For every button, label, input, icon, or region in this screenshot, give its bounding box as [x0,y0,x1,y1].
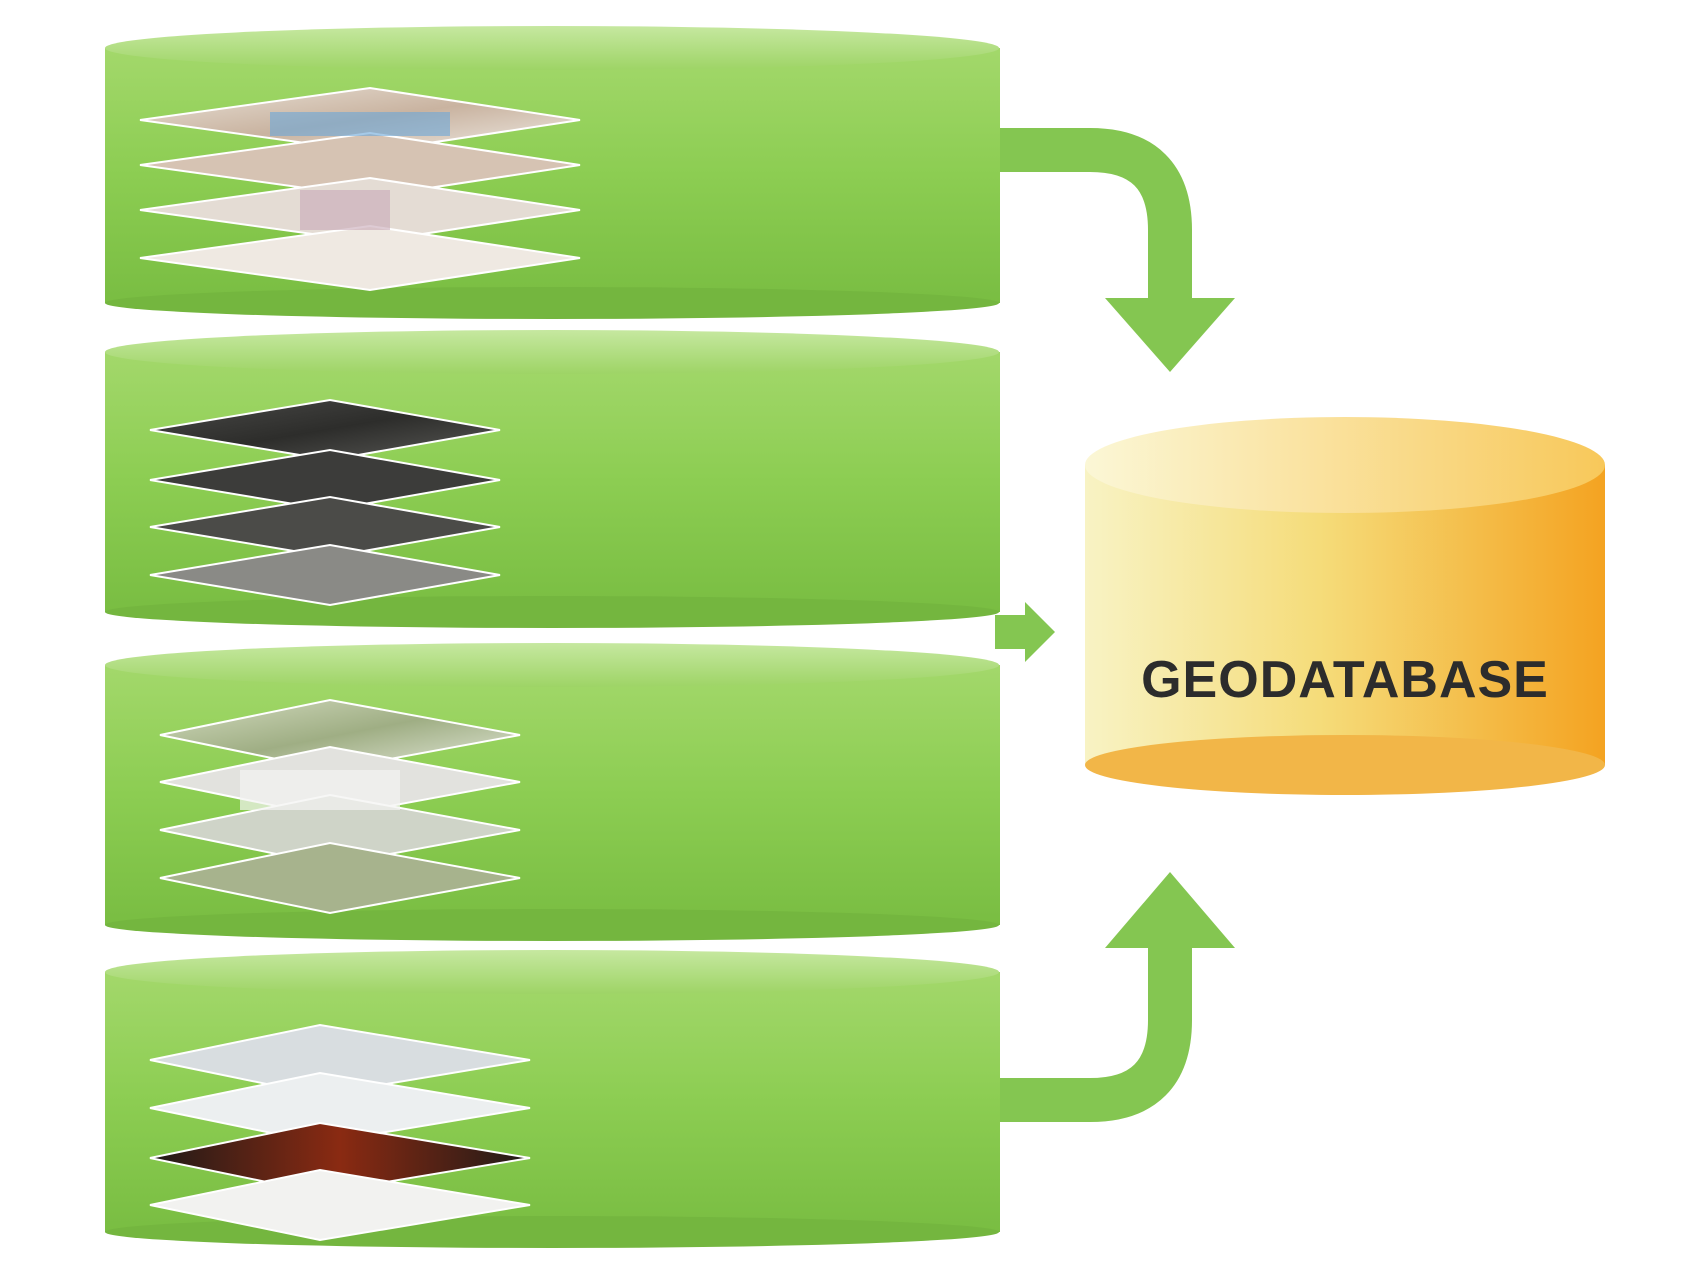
database-title: GEODATABASE [1141,651,1549,709]
layer-card-1 [105,30,1000,320]
layer-4-image-stack [149,1023,531,1242]
layer-card-2 [105,334,1000,628]
arrow-top-to-database [1000,128,1192,300]
arrow-top-head [1105,298,1235,372]
layer-1-image-stack [139,86,581,292]
arrow-middle-head [1025,602,1055,662]
layer-images [139,86,581,1242]
flow-arrows [995,128,1235,1122]
arrow-bottom-head [1105,872,1235,948]
layer-2-image-stack [149,398,501,607]
layer-card-4-shape [105,950,1000,1248]
layer-card-4 [105,954,1000,1248]
arrow-bottom-to-database [1000,945,1192,1122]
layer-card-3 [105,647,1000,941]
layer-3-image-stack [159,698,521,915]
arrow-middle-stem [995,615,1025,649]
geodatabase-cylinder [1085,417,1605,795]
